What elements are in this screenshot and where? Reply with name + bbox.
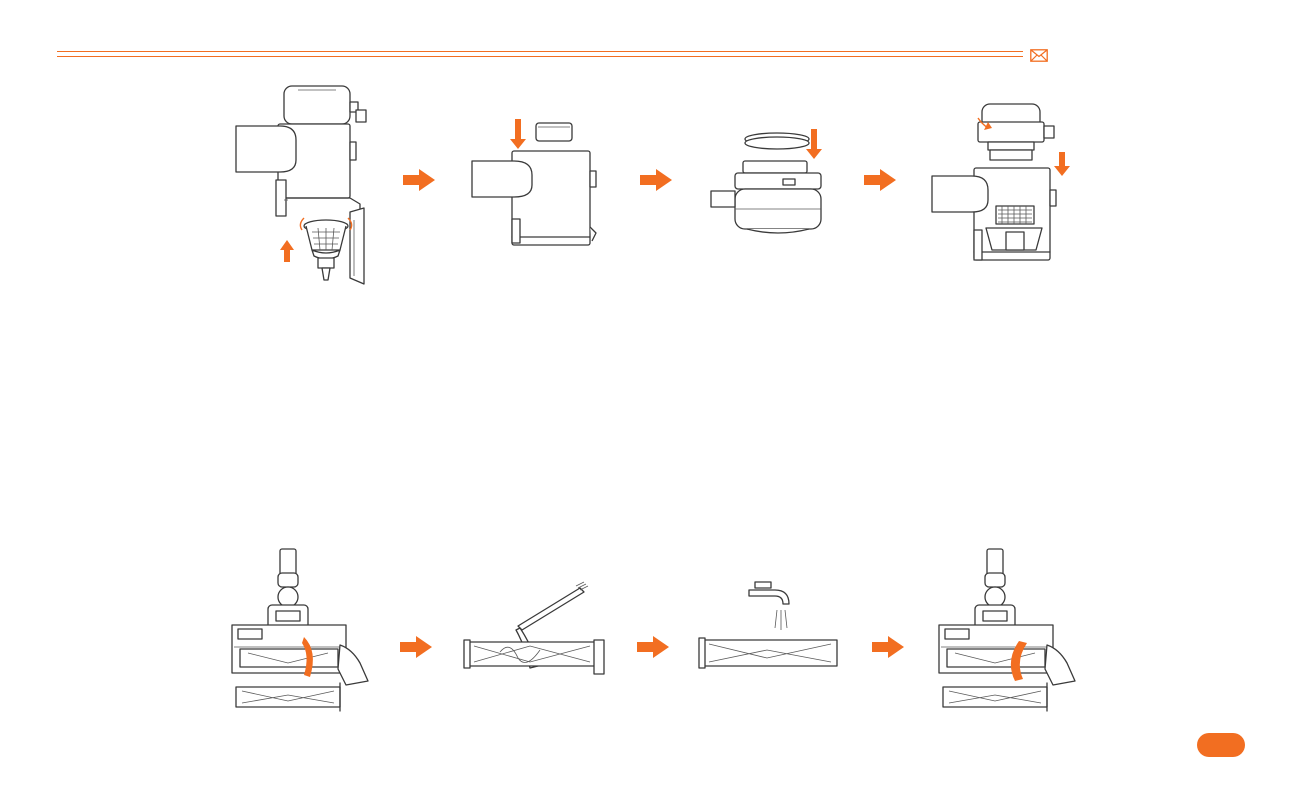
header-rule [57,51,1023,57]
illustration-assemble-cyclone [926,100,1076,268]
illustration-insert-filter [468,115,603,250]
arrow-right-icon [637,636,669,658]
envelope-icon [1030,49,1048,62]
arrow-right-icon [864,169,896,191]
illustration-reinstall-brushroll [935,545,1080,713]
arrow-right-icon [403,169,435,191]
arrow-right-icon [872,636,904,658]
illustration-attach-cap [707,125,829,240]
page-number-badge [1197,733,1245,757]
illustration-cut-hair [460,580,610,680]
illustration-remove-brushroll [228,545,373,713]
illustration-rinse-brushroll [695,580,843,672]
illustration-remove-filter [228,80,373,290]
arrow-right-icon [640,169,672,191]
arrow-right-icon [400,636,432,658]
